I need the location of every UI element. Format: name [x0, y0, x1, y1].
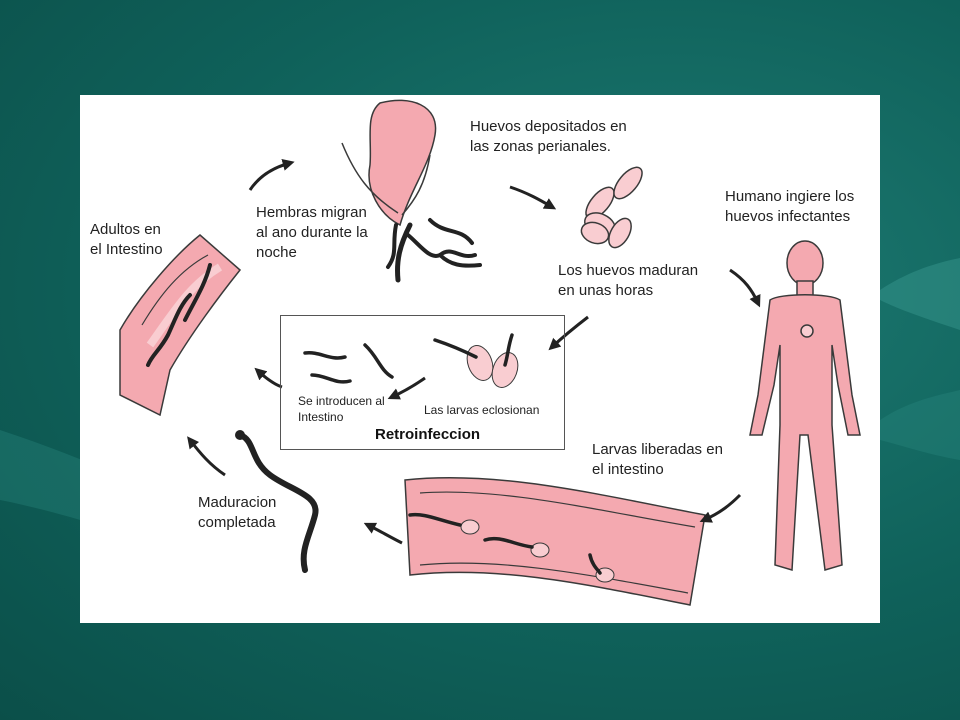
label-retroinfeccion: Retroinfeccion: [375, 426, 481, 443]
retroinfection-larvae: [303, 333, 519, 388]
label-huevos-depositados: Huevos depositados en las zonas perianal…: [470, 118, 627, 155]
retroinfection-box: [280, 315, 565, 450]
cycle-arrows: [187, 159, 761, 545]
label-se-introducen: Se introducen al Intestino: [298, 394, 385, 424]
perianal-region-illustration: [341, 99, 482, 283]
diagram-art: [119, 99, 861, 606]
human-figure: [749, 240, 861, 571]
label-maduracion: Maduracion completada: [198, 494, 277, 531]
label-adultos: Adultos en el Intestino: [90, 221, 163, 258]
label-humano-ingiere: Humano ingiere los huevos infectantes: [725, 188, 855, 225]
label-huevos-maduran: Los huevos maduran en unas horas: [558, 262, 699, 299]
label-larvas-liberadas: Larvas liberadas en el intestino: [592, 441, 723, 478]
eggs-cluster: [580, 166, 643, 249]
lifecycle-diagram: Huevos depositados en las zonas perianal…: [80, 95, 880, 623]
adult-worm-illustration: [235, 430, 319, 573]
label-larvas-eclosionan: Las larvas eclosionan: [424, 403, 540, 417]
adult-intestine-illustration: [119, 234, 242, 417]
bottom-intestine-illustration: [404, 476, 706, 606]
label-hembras-migran: Hembras migran al ano durante la noche: [256, 204, 368, 261]
